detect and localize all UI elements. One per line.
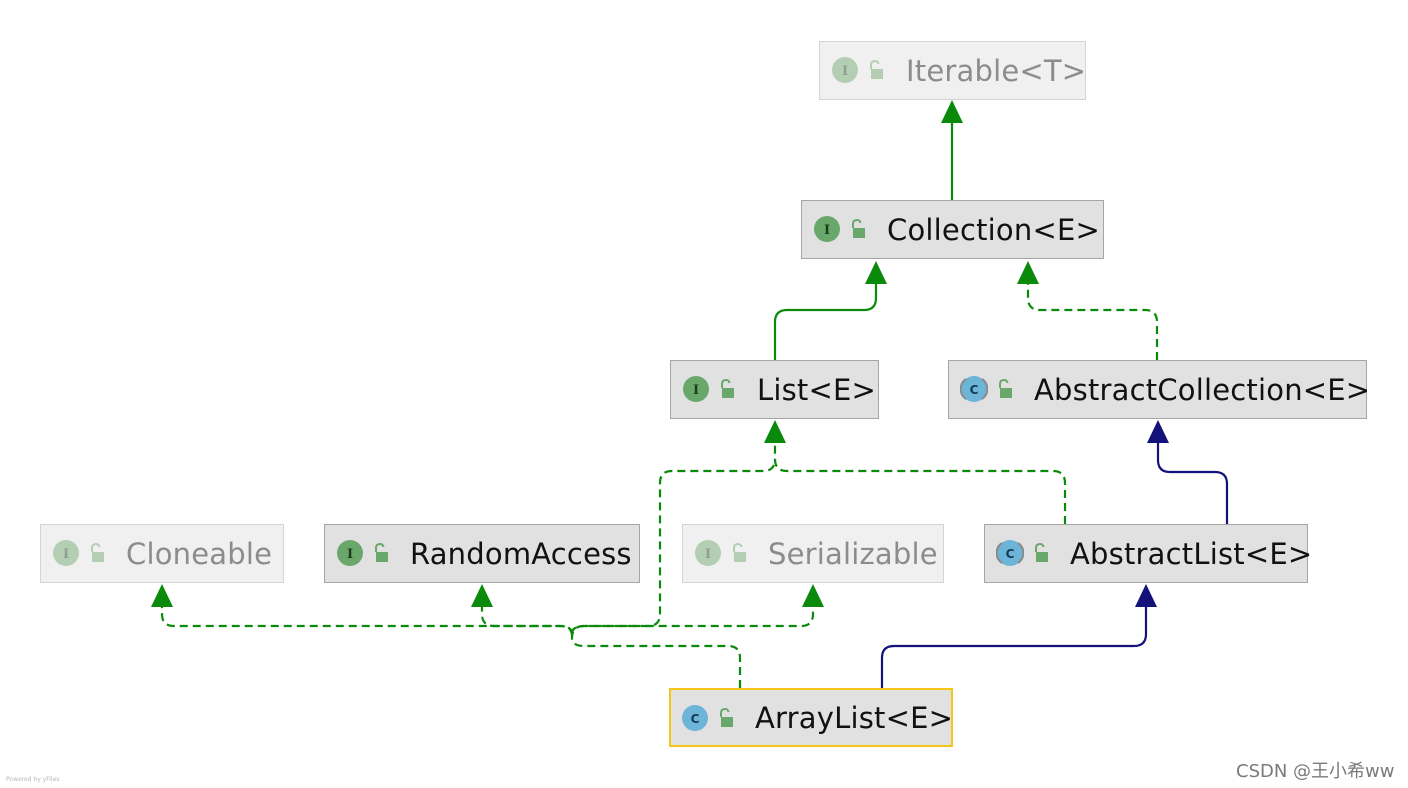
interface-icon: I: [695, 540, 721, 566]
powered-by-text: Powered by yFiles: [6, 776, 60, 783]
interface-icon: I: [337, 540, 363, 566]
interface-icon: I: [832, 57, 858, 83]
public-lock-icon: [375, 543, 388, 562]
node-cloneable[interactable]: I Cloneable: [40, 524, 284, 583]
public-lock-icon: [91, 543, 104, 562]
node-abstract-collection[interactable]: C AbstractCollection<E>: [948, 360, 1371, 419]
public-lock-icon: [852, 219, 865, 238]
interface-icon: I: [814, 216, 840, 242]
arrowhead-abstractlist: [1135, 584, 1157, 607]
watermark-text: CSDN @王小希ww: [1236, 761, 1395, 782]
edge-list-collection: [773, 282, 878, 360]
node-label: Iterable<T>: [906, 53, 1087, 88]
edge-arraylist-serializable: [570, 606, 815, 635]
arrowhead-serializable: [802, 584, 824, 607]
node-label: List<E>: [757, 372, 877, 407]
public-lock-icon: [999, 379, 1012, 398]
node-serializable[interactable]: I Serializable: [682, 524, 944, 583]
node-array-list[interactable]: C ArrayList<E>: [669, 688, 953, 747]
svg-text:C: C: [1006, 547, 1015, 561]
public-lock-icon: [1035, 543, 1048, 562]
interface-icon: I: [683, 376, 709, 402]
abstract-class-icon: C: [996, 540, 1024, 566]
svg-text:I: I: [693, 383, 699, 398]
node-label: RandomAccess: [410, 536, 632, 571]
arrowhead-iterable: [941, 100, 963, 123]
arrowhead-randomaccess: [471, 584, 493, 607]
svg-text:C: C: [970, 383, 979, 397]
node-collection[interactable]: I Collection<E>: [801, 200, 1104, 259]
public-lock-icon: [721, 379, 734, 398]
class-icon: C: [682, 705, 708, 731]
edge-arraylist-randomaccess: [480, 606, 574, 635]
edge-arraylist-abstractlist: [880, 606, 1148, 688]
svg-text:C: C: [691, 712, 700, 726]
node-label: Collection<E>: [887, 212, 1100, 247]
edge-arraylist-cloneable: [160, 606, 574, 637]
edge-abstractlist-list: [773, 442, 1067, 524]
svg-text:I: I: [347, 547, 353, 562]
svg-text:I: I: [842, 64, 848, 79]
public-lock-icon: [720, 708, 733, 727]
node-list[interactable]: I List<E>: [670, 360, 879, 419]
node-label: AbstractList<E>: [1070, 536, 1313, 571]
node-abstract-list[interactable]: C AbstractList<E>: [984, 524, 1312, 583]
node-random-access[interactable]: I RandomAccess: [324, 524, 640, 583]
arrowhead-collection-right: [1017, 261, 1039, 284]
node-label: Cloneable: [126, 536, 273, 571]
svg-text:I: I: [824, 223, 830, 238]
edge-abstractlist-abstractcollection: [1156, 442, 1229, 524]
public-lock-icon: [870, 60, 883, 79]
public-lock-icon: [733, 543, 746, 562]
arrowhead-collection-left: [865, 261, 887, 284]
svg-text:I: I: [705, 547, 711, 562]
node-iterable[interactable]: I Iterable<T>: [819, 41, 1086, 100]
interface-icon: I: [53, 540, 79, 566]
node-label: Serializable: [768, 536, 938, 571]
edge-arraylist-list: [570, 458, 777, 688]
arrowhead-cloneable: [151, 584, 173, 607]
arrowhead-abstractcollection: [1147, 420, 1169, 443]
svg-text:I: I: [63, 547, 69, 562]
arrowhead-list: [764, 420, 786, 443]
node-label: AbstractCollection<E>: [1034, 372, 1371, 407]
node-label: ArrayList<E>: [755, 700, 954, 735]
edge-abstractcollection-collection: [1026, 282, 1159, 360]
abstract-class-icon: C: [960, 376, 988, 402]
